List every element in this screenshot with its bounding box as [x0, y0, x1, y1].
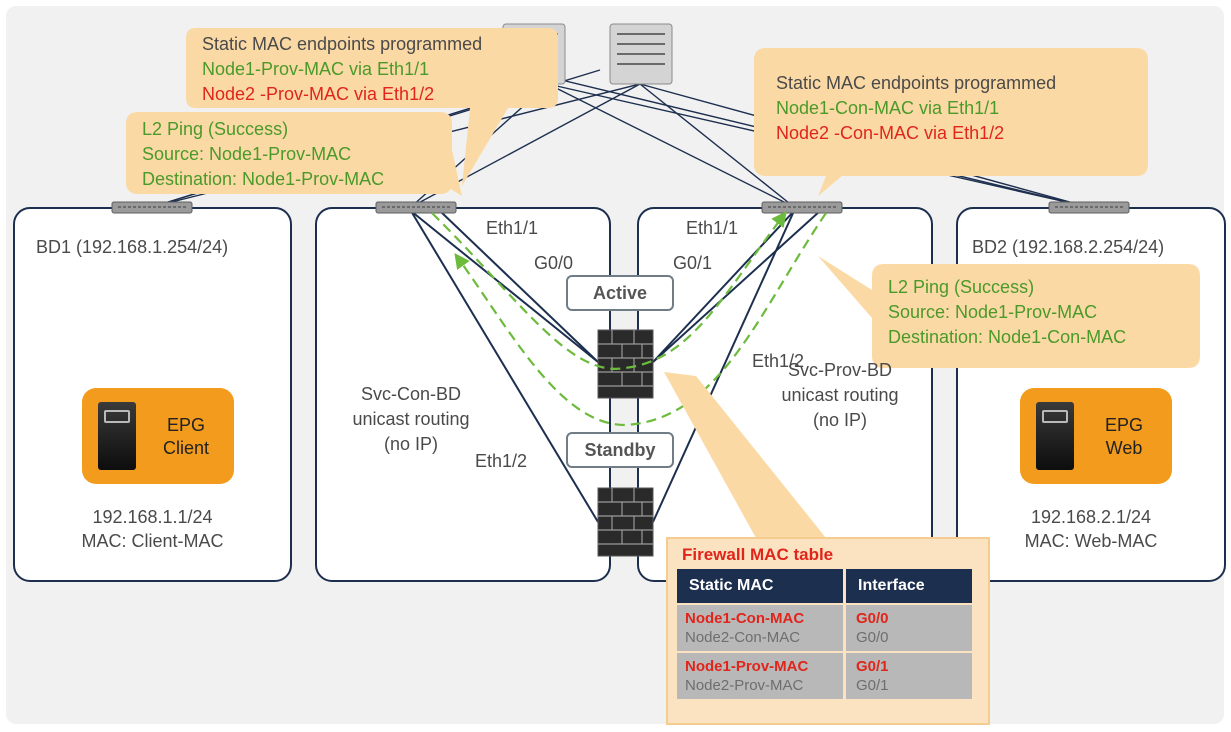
callout-static-right-red: Node2 -Con-MAC via Eth1/2: [776, 123, 1005, 143]
firewall-standby-label: Standby: [566, 432, 674, 468]
callout-static-right-green: Node1-Con-MAC via Eth1/1: [776, 98, 1000, 118]
svc-prov-bd-name: Svc-Prov-BD: [787, 360, 892, 380]
leaf-switch-3: [761, 201, 843, 214]
mac-cell: Node1-Prov-MAC: [685, 658, 809, 675]
server-icon: [98, 402, 136, 470]
spine-switch-right: [609, 23, 673, 85]
web-ip: 192.168.2.1/24: [1030, 507, 1152, 527]
bd1-title: BD1 (192.168.1.254/24): [36, 237, 229, 257]
svc-con-bd-ip: (no IP): [383, 434, 439, 454]
mac-cell: Node1-Con-MAC: [685, 610, 805, 627]
port-eth12-right: Eth1/2: [752, 351, 805, 371]
web-mac: MAC: Web-MAC: [1024, 531, 1158, 551]
client-ip: 192.168.1.1/24: [92, 507, 213, 527]
port-eth11-right: Eth1/1: [686, 218, 739, 238]
callout-ping-right-line2: Source: Node1-Prov-MAC: [888, 302, 1098, 322]
callout-ping-left-line3: Destination: Node1-Prov-MAC: [142, 169, 385, 189]
epg-web-tile: EPG Web: [1020, 388, 1172, 484]
mac-table-row: [677, 605, 843, 651]
leaf-switch-4: [1048, 201, 1130, 214]
ping-path-right-to-left: [454, 212, 827, 427]
callout-ping-right-shape: [818, 256, 1200, 368]
epg-web-line2: Web: [1105, 438, 1143, 458]
mac-table-col-static-mac: Static MAC: [677, 569, 843, 603]
callout-ping-left-line1: L2 Ping (Success): [142, 119, 289, 139]
callout-mac-table-pointer: [664, 372, 826, 538]
epg-client-line2: Client: [162, 438, 210, 458]
bd2-title: BD2 (192.168.2.254/24): [972, 237, 1165, 257]
epg-web-line1: EPG: [1104, 415, 1143, 435]
callout-static-left-red: Node2 -Prov-MAC via Eth1/2: [202, 84, 435, 104]
ping-path-left-to-right: [431, 211, 787, 370]
server-icon: [1036, 402, 1074, 470]
client-mac: MAC: Client-MAC: [81, 531, 224, 551]
firewall-active-icon: [597, 329, 654, 399]
iface-cell: G0/0: [856, 629, 889, 646]
firewall-active-label: Active: [566, 275, 674, 311]
callout-static-right-title: Static MAC endpoints programmed: [776, 73, 1057, 93]
callout-ping-left-line2: Source: Node1-Prov-MAC: [142, 144, 352, 164]
callout-static-left-green: Node1-Prov-MAC via Eth1/1: [202, 59, 430, 79]
mac-cell: Node2-Con-MAC: [685, 629, 801, 646]
mac-table-title: Firewall MAC table: [682, 545, 834, 564]
firewall-mac-table: Firewall MAC table Static MAC Interface …: [666, 537, 990, 725]
port-g01: G0/1: [673, 253, 713, 273]
epg-client-tile: EPG Client: [82, 388, 234, 484]
callout-ping-right-line3: Destination: Node1-Con-MAC: [888, 327, 1127, 347]
svc-con-bd-routing: unicast routing: [352, 409, 470, 429]
firewall-standby-icon: [597, 487, 654, 557]
mac-table-col-interface: Interface: [846, 569, 972, 603]
port-g00: G0/0: [534, 253, 574, 273]
epg-client-line1: EPG: [166, 415, 205, 435]
callout-static-left-title: Static MAC endpoints programmed: [202, 34, 483, 54]
iface-cell: G0/1: [856, 677, 889, 694]
svc-con-bd-name: Svc-Con-BD: [360, 384, 462, 404]
leaf-switch-2: [375, 201, 457, 214]
mac-table-row: [846, 605, 972, 651]
callout-ping-right-line1: L2 Ping (Success): [888, 277, 1035, 297]
svc-prov-bd-ip: (no IP): [812, 410, 868, 430]
leaf-switch-1: [111, 201, 193, 214]
iface-cell: G0/0: [856, 610, 889, 627]
svc-prov-bd-routing: unicast routing: [781, 385, 899, 405]
callout-ping-left-shape: [126, 112, 462, 196]
iface-cell: G0/1: [856, 658, 889, 675]
mac-cell: Node2-Prov-MAC: [685, 677, 804, 694]
mac-table-row: [846, 653, 972, 699]
firewall-links: [410, 210, 821, 523]
mac-table-row: [677, 653, 843, 699]
port-eth11-left: Eth1/1: [486, 218, 539, 238]
callout-static-right-shape: [754, 48, 1148, 196]
callout-static-left-shape: [186, 28, 558, 186]
port-eth12-left: Eth1/2: [475, 451, 528, 471]
